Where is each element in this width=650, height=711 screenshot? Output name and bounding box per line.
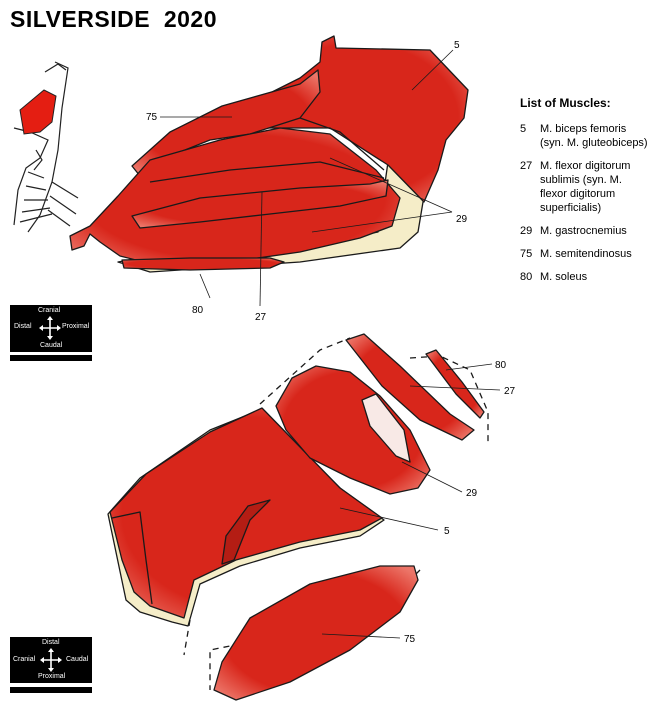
legend-muscle-name: M. gastrocnemius [540,225,627,237]
compass-cross-icon [40,648,62,672]
orientation-compass-top: Cranial Distal Proximal Caudal [10,305,92,352]
compass-up-label: Cranial [38,307,61,314]
legend-muscle-name: M. flexor digitorum sublimis (syn. M. fl… [540,160,631,214]
legend-muscle-name: M. semitendinosus [540,248,632,260]
page-title: SILVERSIDE 2020 [10,6,217,32]
legend-number: 27 [520,160,533,172]
locator-highlight [19,89,57,135]
callout-bottom-27: 27 [504,386,516,397]
muscle-gastrocnemius-cut [275,365,431,495]
scale-bar-top [10,355,92,361]
callout-top-5: 5 [454,40,460,51]
legend-item: 80 M. soleus [520,270,648,284]
callout-bottom-5: 5 [444,526,450,537]
muscle-flexor-digitorum [131,179,389,229]
legend-number: 80 [520,271,533,283]
callout-top-27: 27 [255,312,267,323]
orientation-compass-bottom: Distal Cranial Caudal Proximal [10,637,92,683]
legend-muscle-name: M. soleus [540,271,588,283]
legend-number: 5 [520,123,527,135]
muscle-flexor-digitorum-cut [345,333,475,441]
legend-muscle-name: M. biceps femoris (syn. M. gluteobiceps) [540,123,648,149]
muscle-legend: List of Muscles: 5 M. biceps femoris (sy… [520,96,648,293]
legend-title: List of Muscles: [520,96,611,110]
callout-top-29: 29 [456,214,468,225]
muscle-semitendinosus-cut [213,565,419,701]
legend-item: 75 M. semitendinosus [520,247,648,261]
silverside-whole [69,35,469,273]
muscle-biceps-femoris [247,35,469,203]
callout-bottom-29: 29 [466,488,478,499]
muscle-soleus-cut [425,349,485,419]
compass-left-label: Distal [14,323,32,330]
silverside-exploded [107,333,489,701]
scale-bar-bottom [10,687,92,693]
legend-number: 75 [520,248,533,260]
compass-cross-icon [39,316,61,340]
compass-right-label: Proximal [62,323,90,330]
callout-bottom-75: 75 [404,634,416,645]
callout-top-75: 75 [146,112,158,123]
compass-down-label: Caudal [40,342,63,349]
compass-down-label: Proximal [38,673,66,680]
legend-item: 27 M. flexor digitorum sublimis (syn. M.… [520,159,648,215]
compass-right-label: Caudal [66,656,89,663]
compass-left-label: Cranial [13,656,36,663]
legend-number: 29 [520,225,533,237]
callout-top-80: 80 [192,305,204,316]
muscle-soleus [121,257,285,271]
compass-up-label: Distal [42,639,60,646]
legend-item: 29 M. gastrocnemius [520,224,648,238]
callout-bottom-80: 80 [495,360,507,371]
skeleton-locator-icon [13,61,79,233]
legend-item: 5 M. biceps femoris (syn. M. gluteobicep… [520,122,648,150]
